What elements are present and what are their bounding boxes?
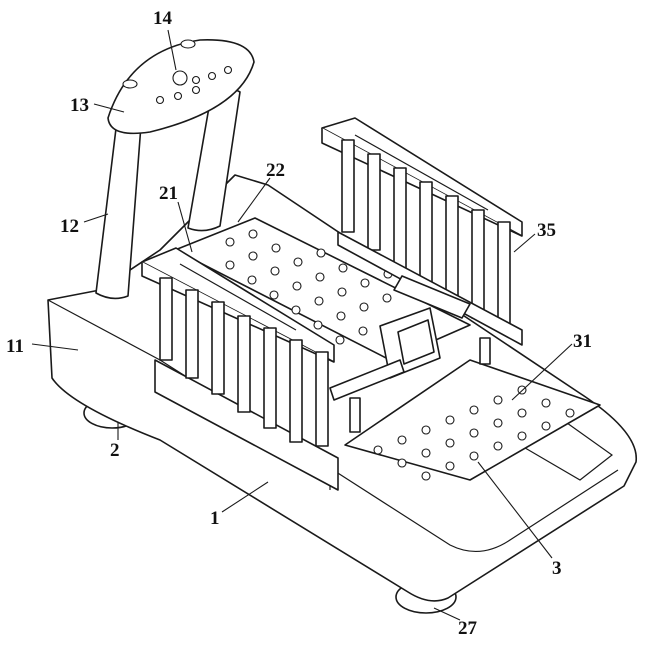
label-31: 31: [573, 331, 592, 352]
label-13: 13: [70, 95, 89, 116]
label-11: 11: [6, 336, 24, 357]
label-3: 3: [552, 558, 562, 579]
label-14: 14: [153, 8, 173, 29]
post-b: [480, 338, 490, 364]
label-1: 1: [210, 508, 220, 529]
label-22: 22: [266, 160, 285, 181]
label-21: 21: [159, 183, 178, 204]
label-35: 35: [537, 220, 556, 241]
label-12: 12: [60, 216, 79, 237]
post-a: [350, 398, 360, 432]
label-2: 2: [110, 440, 120, 461]
label-27: 27: [458, 618, 478, 639]
